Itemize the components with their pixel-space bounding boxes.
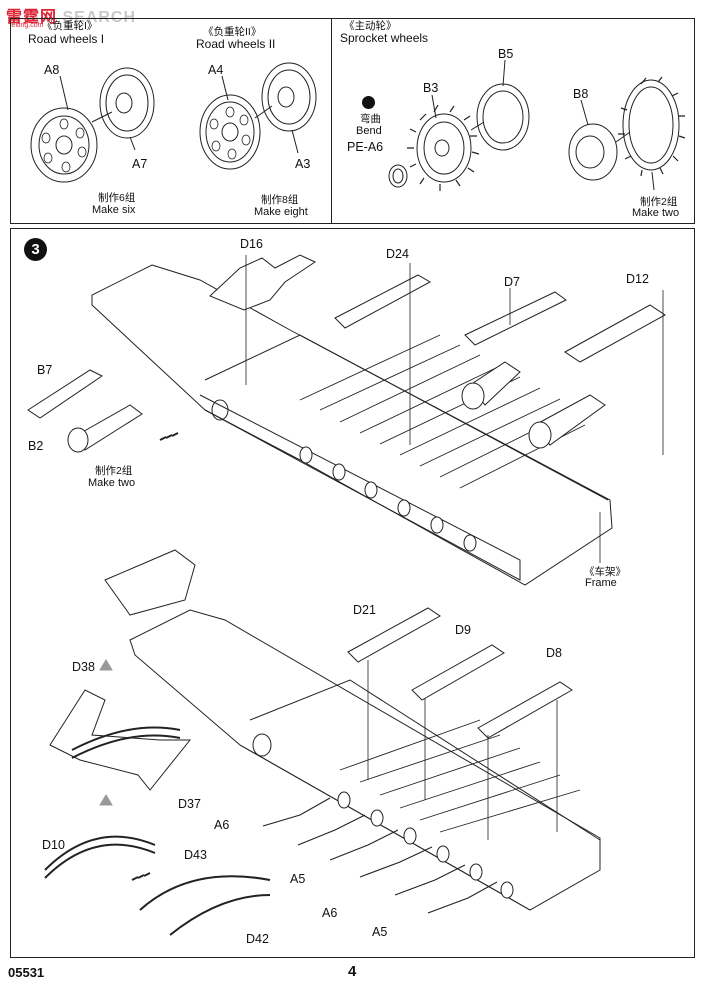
part-label-d12: D12 — [626, 272, 649, 286]
page-number: 4 — [348, 963, 357, 980]
frame-label-en: Frame — [585, 577, 617, 589]
sprocket-title-en: Sprocket wheels — [340, 31, 429, 45]
sprocket-title-cn: 《主动轮》 — [344, 20, 397, 32]
part-label-b5: B5 — [498, 47, 514, 61]
sprocket-left-drawing — [388, 59, 530, 191]
road-wheels-2-title-en: Road wheels II — [196, 37, 276, 51]
part-label-b2: B2 — [28, 439, 44, 453]
watermark-logo: 雷霆网 SEARCH — [6, 9, 137, 26]
part-label-a4: A4 — [208, 63, 224, 77]
part-label-a8: A8 — [44, 63, 60, 77]
part-label-a7: A7 — [132, 157, 148, 171]
road-wheel-1-drawing — [30, 67, 155, 183]
road-wheels-2-count-en: Make eight — [254, 206, 308, 218]
frame-upper-drawing — [27, 254, 666, 586]
watermark-url: leiting.com — [10, 22, 44, 29]
bend-cn: 弯曲 — [360, 113, 381, 125]
part-label-d43: D43 — [184, 848, 207, 862]
kit-code: 05531 — [8, 965, 45, 980]
step-number-badge: 3 — [24, 238, 47, 261]
road-wheels-1-title-cn: 《负重轮I》 — [42, 20, 98, 32]
part-label-a3: A3 — [295, 157, 311, 171]
part-label-b8: B8 — [573, 87, 589, 101]
road-wheels-2-count-cn: 制作8组 — [261, 194, 299, 206]
sprocket-wheels-panel — [331, 18, 695, 224]
road-wheels-2-title-cn: 《负重轮II》 — [203, 26, 262, 38]
frame-label-cn: 《车架》 — [584, 566, 626, 578]
b-assembly-count-cn: 制作2组 — [95, 465, 133, 477]
part-label-d42: D42 — [246, 932, 269, 946]
road-wheel-2-drawing — [199, 62, 317, 170]
part-label-d9: D9 — [455, 623, 471, 637]
part-label-pe-a6: PE-A6 — [347, 140, 384, 154]
sprocket-count-en: Make two — [632, 207, 680, 219]
part-label-a6-upper: A6 — [214, 818, 230, 832]
sprocket-count-cn: 制作2组 — [640, 196, 678, 208]
bend-en: Bend — [356, 125, 382, 137]
b-assembly-count-en: Make two — [88, 477, 136, 489]
sprocket-right-drawing — [568, 76, 686, 191]
part-label-b3: B3 — [423, 81, 439, 95]
part-label-a6-lower: A6 — [322, 906, 338, 920]
part-label-d16: D16 — [240, 237, 263, 251]
part-label-d38: D38 — [72, 660, 95, 674]
part-label-d7: D7 — [504, 275, 520, 289]
part-label-d24: D24 — [386, 247, 409, 261]
part-label-b7: B7 — [37, 363, 53, 377]
part-label-a5-upper: A5 — [290, 872, 306, 886]
part-label-d37: D37 — [178, 797, 201, 811]
step3-panel — [10, 228, 695, 958]
road-wheels-1-count-cn: 制作6组 — [98, 192, 136, 204]
road-wheels-1-title-en: Road wheels I — [28, 32, 105, 46]
road-wheels-1-count-en: Make six — [92, 204, 136, 216]
part-label-a5-lower: A5 — [372, 925, 388, 939]
frame-lower-drawing — [44, 549, 601, 936]
bend-icon — [362, 96, 375, 109]
part-label-d21: D21 — [353, 603, 376, 617]
part-label-d8: D8 — [546, 646, 562, 660]
part-label-d10: D10 — [42, 838, 65, 852]
